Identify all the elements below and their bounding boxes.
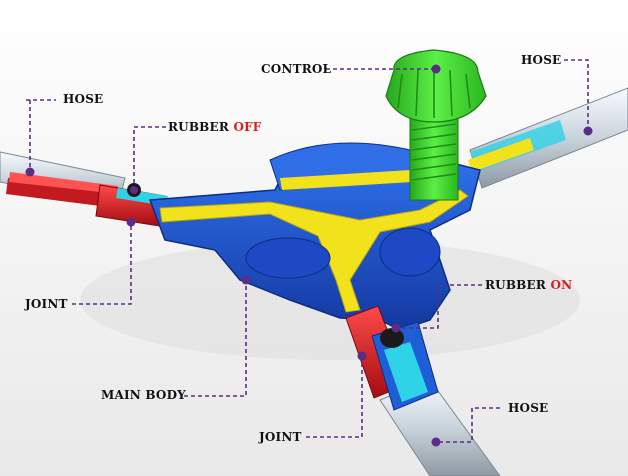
label-rubber-on-state: ON xyxy=(550,278,573,292)
label-hose-top-right: HOSE xyxy=(521,53,562,67)
label-joint-bottom: JOINT xyxy=(259,430,302,444)
label-hose-bottom: HOSE xyxy=(508,401,549,415)
label-rubber-on-prefix: RUBBER xyxy=(485,278,547,292)
label-rubber-off-prefix: RUBBER xyxy=(168,120,230,134)
joint-bottom-shape xyxy=(345,305,439,411)
label-rubber-on: RUBBER ON xyxy=(485,278,572,292)
control-knob-shape xyxy=(385,49,487,201)
leader-lines xyxy=(26,59,589,443)
label-rubber-off-state: OFF xyxy=(233,120,262,134)
label-rubber-off: RUBBER OFF xyxy=(168,120,262,134)
label-main-body: MAIN BODY xyxy=(101,388,186,402)
label-control: CONTROL xyxy=(261,62,332,76)
label-joint-left: JOINT xyxy=(25,297,68,311)
label-hose-top-left: HOSE xyxy=(63,92,104,106)
main-body-shape xyxy=(148,142,481,331)
leader-dots xyxy=(25,64,593,447)
